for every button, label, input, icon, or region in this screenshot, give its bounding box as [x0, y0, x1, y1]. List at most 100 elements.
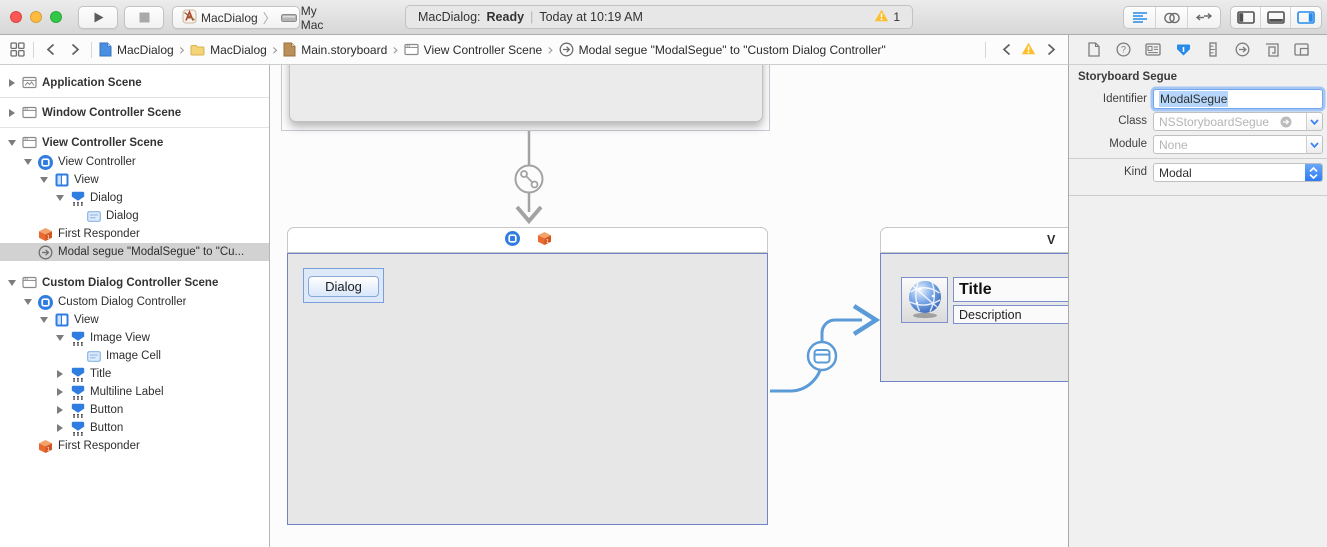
inspector-tab-bindings-inspector[interactable] [1262, 39, 1282, 61]
identity-inspector-icon [1145, 43, 1162, 56]
breadcrumb-label: MacDialog [117, 42, 174, 57]
scheme-selector[interactable]: MacDialog 〉 My Mac [172, 4, 323, 32]
back-button[interactable] [41, 40, 59, 60]
cell-icon [86, 350, 101, 362]
view-controller-icon[interactable] [504, 230, 521, 250]
version-editor-button[interactable] [1188, 7, 1220, 28]
dialog-button[interactable]: Dialog [308, 276, 379, 297]
outline-row[interactable]: View [0, 171, 269, 189]
bindings-inspector-icon [1265, 42, 1279, 57]
inspector-tab-view-effects-inspector[interactable] [1292, 39, 1312, 61]
first-responder-icon[interactable]: 1 [537, 231, 552, 249]
breadcrumb-item[interactable]: Modal segue "ModalSegue" to "Custom Dial… [559, 42, 886, 57]
stop-button[interactable] [124, 6, 164, 29]
outline-scene-row[interactable]: Window Controller Scene [0, 102, 269, 123]
inspector-tab-connections-inspector[interactable] [1233, 39, 1253, 61]
standard-editor-icon [1132, 11, 1148, 24]
disclosure-triangle-icon[interactable] [6, 139, 17, 146]
warning-icon [874, 9, 889, 25]
jump-to-class-icon[interactable] [1280, 116, 1292, 128]
modal-segue-arrow[interactable] [770, 304, 881, 393]
disclosure-triangle-icon[interactable] [54, 195, 65, 201]
standard-editor-button[interactable] [1124, 7, 1156, 28]
inspector-tab-identity-inspector[interactable] [1143, 39, 1163, 61]
inspector-tab-attributes-inspector[interactable] [1173, 39, 1193, 61]
outline-scene-row[interactable]: Custom Dialog Controller Scene [0, 272, 269, 293]
outline-row[interactable]: Dialog [0, 189, 269, 207]
utilities-panel: Storyboard Segue Identifier ModalSegue C… [1069, 65, 1327, 547]
outline-row[interactable]: View [0, 311, 269, 329]
image-view[interactable] [901, 277, 948, 323]
storyboard-canvas[interactable]: 1 Dialog V Title Description [270, 65, 1069, 547]
custom-dialog-scene-header[interactable]: V [880, 227, 1068, 253]
assistant-editor-icon [1163, 12, 1181, 24]
inspector-tab-file-inspector[interactable] [1084, 39, 1104, 61]
navigation-row: MacDialog›MacDialog›Main.storyboard›View… [0, 35, 1327, 65]
class-field[interactable]: NSStoryboardSegue [1153, 112, 1323, 131]
window-scene-selection[interactable] [281, 65, 770, 131]
disclosure-triangle-icon[interactable] [6, 78, 17, 87]
disclosure-triangle-icon[interactable] [6, 108, 17, 117]
breadcrumb-item[interactable]: MacDialog [99, 42, 174, 57]
outline-row[interactable]: Dialog [0, 207, 269, 225]
class-dropdown-button[interactable] [1305, 113, 1322, 130]
navigator-panel-icon [1236, 11, 1255, 24]
next-issue-button[interactable] [1042, 40, 1060, 60]
outline-row[interactable]: Button [0, 401, 269, 419]
disclosure-triangle-icon[interactable] [22, 159, 33, 165]
view-controller-view[interactable]: Dialog [287, 253, 768, 525]
outline-row[interactable]: View Controller [0, 153, 269, 171]
issue-badge[interactable]: 1 [874, 9, 900, 25]
module-dropdown-button[interactable] [1306, 136, 1322, 153]
debug-panel-button[interactable] [1261, 7, 1291, 28]
outline-row[interactable]: Image Cell [0, 347, 269, 365]
disclosure-triangle-icon[interactable] [6, 279, 17, 286]
previous-issue-button[interactable] [997, 40, 1015, 60]
breadcrumb-item[interactable]: View Controller Scene [404, 43, 542, 57]
inspector-tab-quick-help[interactable]: ? [1114, 39, 1134, 61]
disclosure-triangle-icon[interactable] [54, 424, 65, 432]
run-button[interactable] [78, 6, 118, 29]
outline-row[interactable]: Image View [0, 329, 269, 347]
inspector-tab-size-inspector[interactable] [1203, 39, 1223, 61]
breadcrumb-item[interactable]: Main.storyboard [283, 42, 387, 57]
zoom-button[interactable] [50, 11, 62, 23]
assistant-editor-button[interactable] [1156, 7, 1188, 28]
identifier-field[interactable]: ModalSegue [1153, 89, 1323, 109]
window-scene-view[interactable] [289, 65, 763, 122]
disclosure-triangle-icon[interactable] [54, 335, 65, 341]
breadcrumb-label: Main.storyboard [301, 42, 388, 57]
relationship-segue-arrow[interactable] [514, 131, 544, 225]
outline-row[interactable]: Custom Dialog Controller [0, 293, 269, 311]
forward-button[interactable] [66, 40, 84, 60]
close-button[interactable] [10, 11, 22, 23]
minimize-button[interactable] [30, 11, 42, 23]
outline-scene-row[interactable]: View Controller Scene [0, 132, 269, 153]
related-items-icon[interactable] [8, 40, 26, 60]
navigator-panel-button[interactable] [1231, 7, 1261, 28]
disclosure-triangle-icon[interactable] [54, 370, 65, 378]
view-controller-scene-header[interactable]: 1 [287, 227, 768, 253]
app-scene-icon [22, 76, 37, 89]
outline-row[interactable]: Modal segue "ModalSegue" to "Cu... [0, 243, 269, 261]
disclosure-triangle-icon[interactable] [38, 177, 49, 183]
disclosure-triangle-icon[interactable] [54, 388, 65, 396]
disclosure-triangle-icon[interactable] [22, 299, 33, 305]
file-inspector-icon [1088, 42, 1100, 57]
warning-icon [1021, 42, 1036, 58]
disclosure-triangle-icon[interactable] [54, 406, 65, 414]
disclosure-triangle-icon[interactable] [38, 317, 49, 323]
outline-scene-row[interactable]: Application Scene [0, 72, 269, 93]
outline-row[interactable]: Multiline Label [0, 383, 269, 401]
outline-row[interactable]: Title [0, 365, 269, 383]
title-label-field[interactable]: Title [953, 277, 1068, 302]
scene-header-label: V [1047, 233, 1056, 247]
description-label-field[interactable]: Description [953, 305, 1068, 324]
module-field[interactable]: None [1153, 135, 1323, 154]
kind-popup[interactable]: Modal [1153, 163, 1323, 182]
outline-row[interactable]: Button [0, 419, 269, 437]
breadcrumb-item[interactable]: MacDialog [190, 43, 267, 57]
utilities-panel-button[interactable] [1291, 7, 1321, 28]
